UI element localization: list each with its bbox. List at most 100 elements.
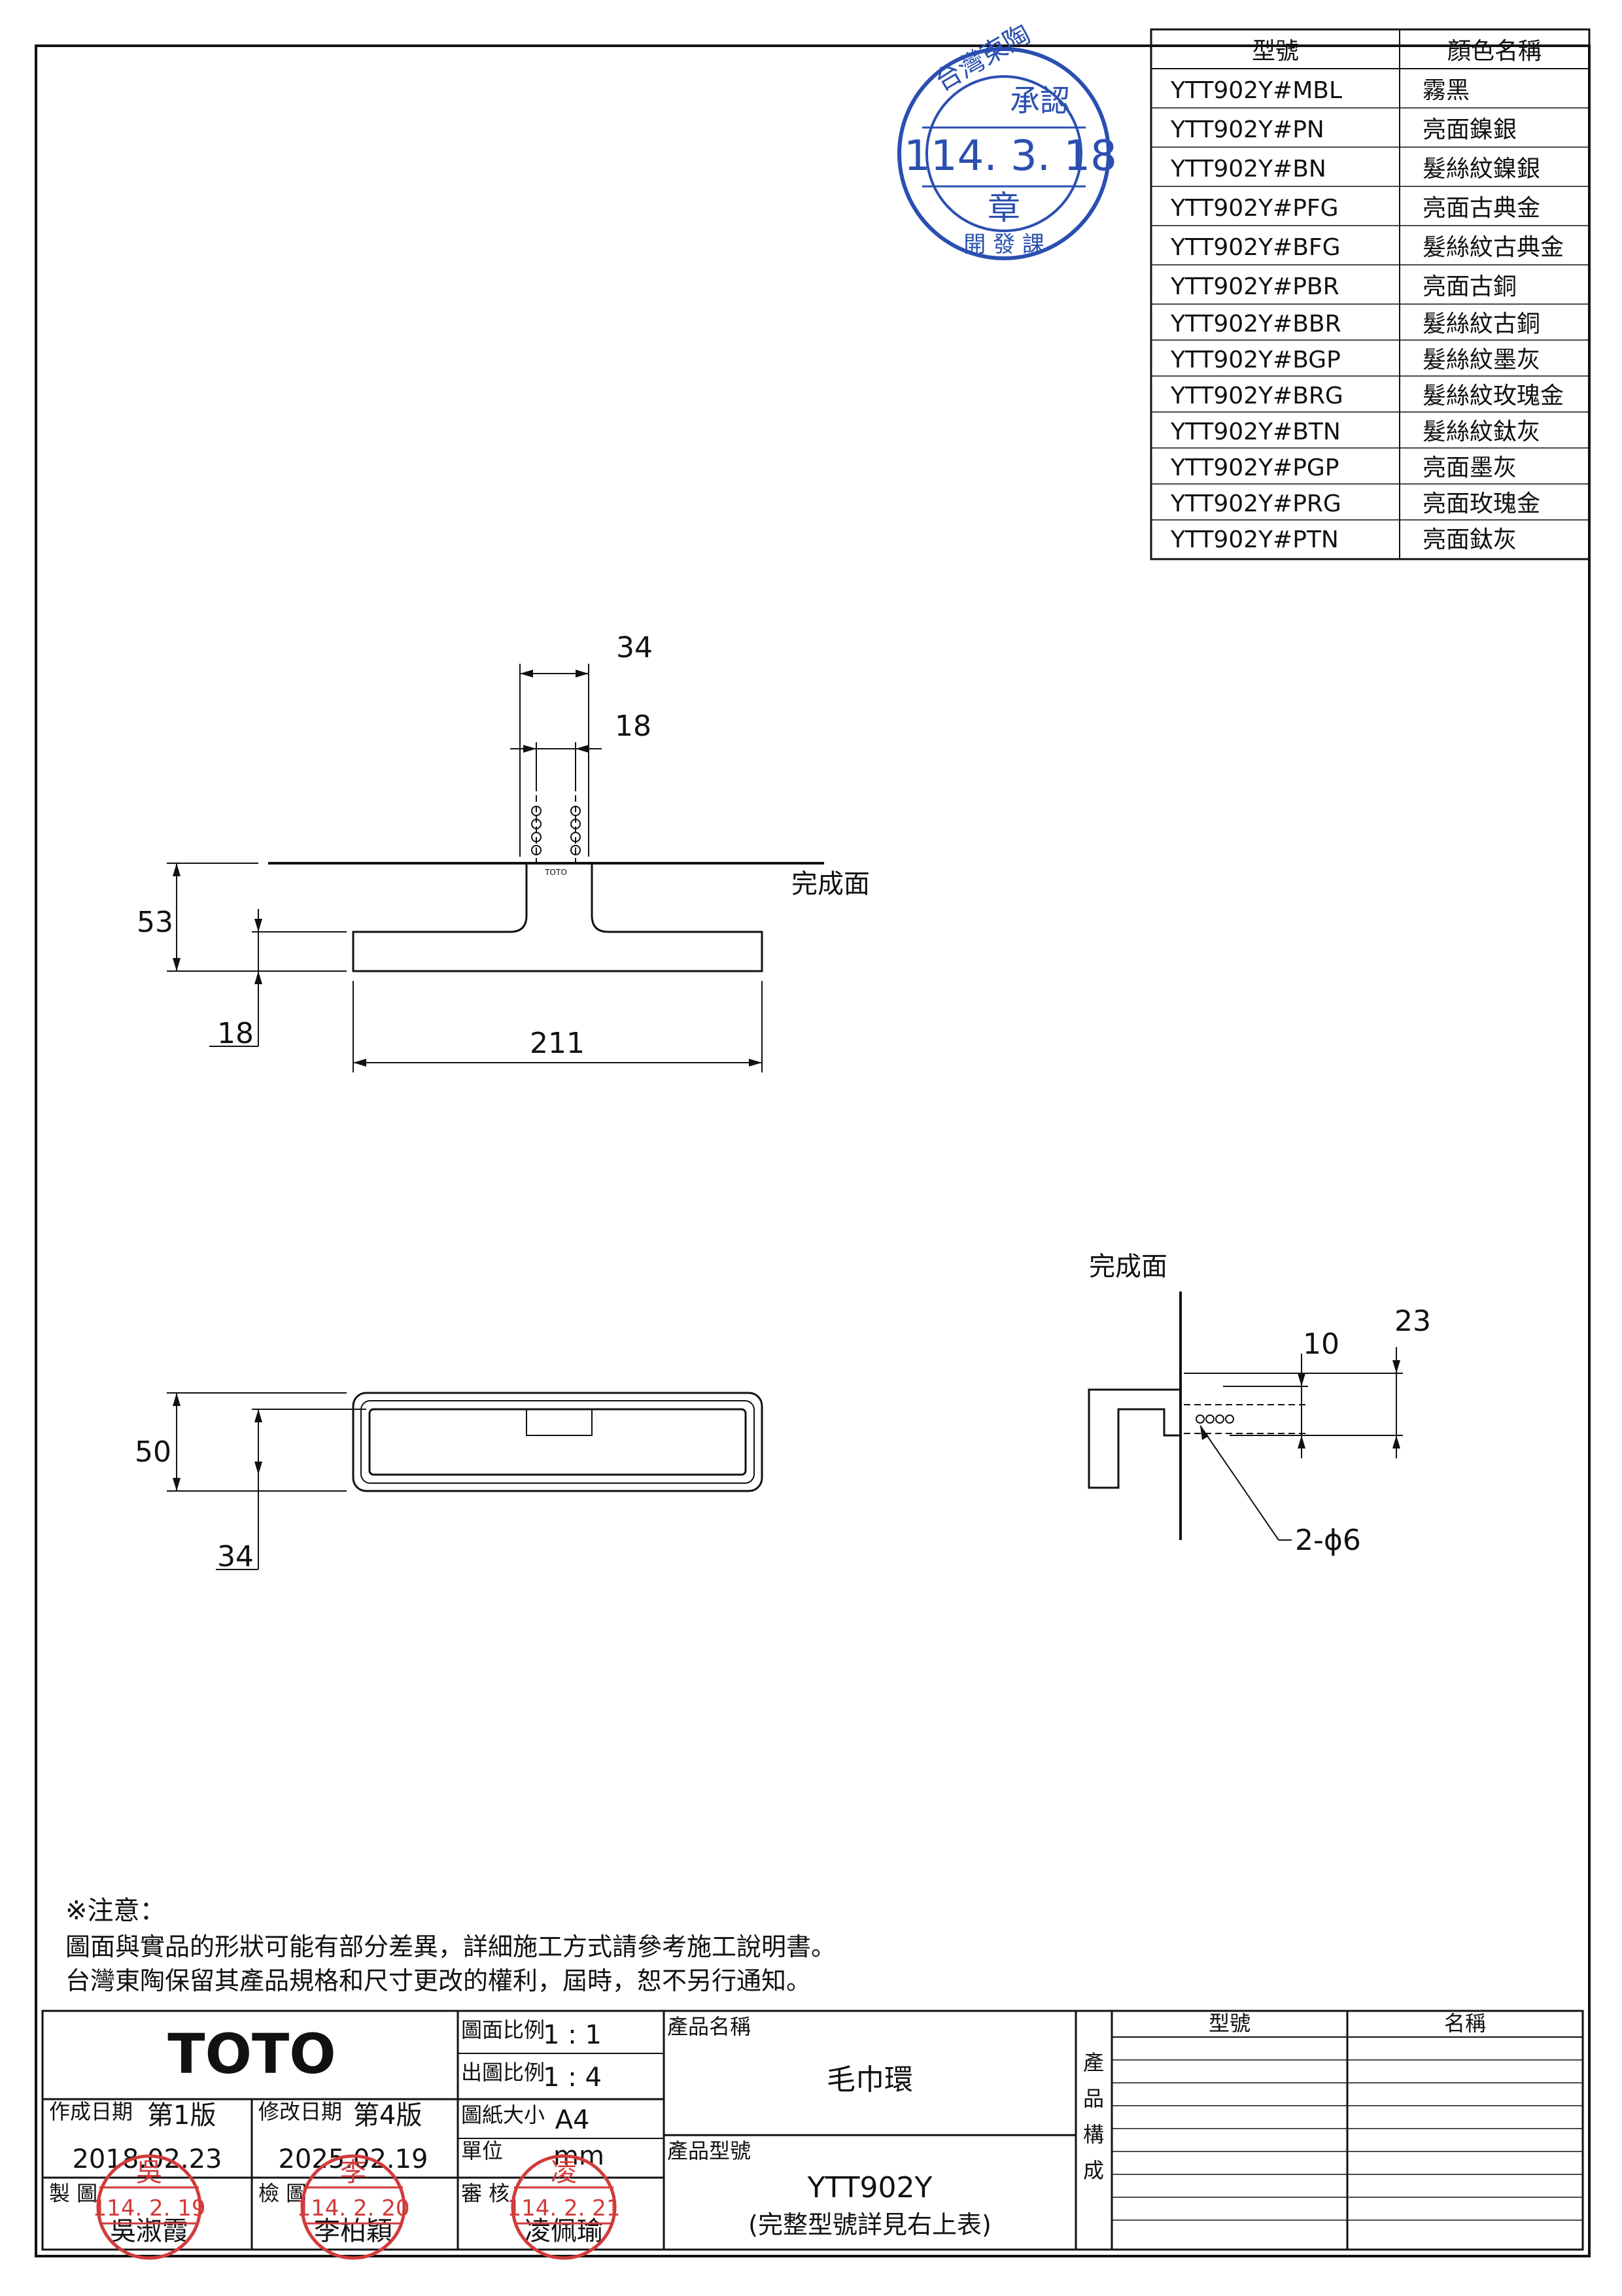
color-table-model-cell: YTT902Y#BTN (1170, 419, 1341, 445)
checked-by-label: 檢 圖 (258, 2181, 307, 2206)
dim-10: 10 (1303, 1328, 1339, 1361)
color-table-color-cell: 亮面鎳銀 (1423, 116, 1517, 143)
color-table-model-cell: YTT902Y#PN (1170, 116, 1324, 143)
composition-name-header: 名稱 (1444, 2011, 1486, 2036)
color-table-model-cell: YTT902Y#PTN (1170, 526, 1339, 553)
stamp-date: 114. 2. 21 (507, 2195, 620, 2221)
stamp-ring (300, 2154, 406, 2260)
drawing-scale-label: 圖面比例 (461, 2017, 545, 2042)
dim-34-bottom: 34 (217, 1540, 254, 1573)
created-version: 第1版 (147, 2100, 216, 2131)
color-table-color-cell: 髮絲紋古典金 (1423, 234, 1564, 261)
approval-stamp-date: 114. 3. 18 (904, 132, 1117, 180)
checked-by-stamp: 李 114. 2. 20 (296, 2154, 410, 2260)
product-model-label: 產品型號 (667, 2138, 751, 2163)
color-table-color-cell: 霧黑 (1423, 77, 1470, 104)
title-block (41, 2010, 1584, 2251)
notes-line-1: 圖面與實品的形狀可能有部分差異，詳細施工方式請參考施工說明書。 (65, 1932, 836, 1961)
title-block-frame (41, 2010, 1584, 2251)
color-table-color-cell: 亮面墨灰 (1423, 454, 1517, 481)
dim-50: 50 (135, 1435, 171, 1469)
unit-label: 單位 (461, 2138, 503, 2163)
made-by-stamp: 吳 114. 2. 19 (92, 2154, 206, 2260)
dim-18-top: 18 (615, 710, 651, 743)
approval-stamp-approve: 承認 (1010, 83, 1070, 118)
stamp-name: 凌 (551, 2157, 577, 2187)
stamp-ring (96, 2154, 202, 2260)
product-model-value: YTT902Y (807, 2171, 933, 2204)
side-view (1088, 1292, 1403, 1541)
towel-ring-top-outer-inner-edge (360, 1400, 755, 1484)
stamp-date: 114. 2. 20 (296, 2195, 409, 2221)
towel-ring-top-inner (368, 1408, 747, 1476)
color-table-model-cell: YTT902Y#BRG (1170, 383, 1343, 409)
composition-label-char: 產 (1083, 2050, 1104, 2075)
top-view (167, 1392, 763, 1570)
towel-ring-top-mount (526, 1409, 593, 1436)
checked-by-name: 李柏穎 (314, 2216, 392, 2246)
sheet-border (35, 44, 1591, 2257)
color-table-model-cell: YTT902Y#PRG (1170, 490, 1341, 517)
composition-label-char: 構 (1083, 2122, 1104, 2147)
color-table-color-cell: 亮面古典金 (1423, 195, 1540, 222)
color-table-model-cell: YTT902Y#PFG (1170, 195, 1339, 222)
color-table-model-cell: YTT902Y#BFG (1170, 234, 1341, 261)
print-scale-label: 出圖比例 (461, 2060, 545, 2085)
product-name-value: 毛巾環 (827, 2063, 913, 2097)
modified-date: 2025.02.19 (278, 2144, 428, 2174)
created-date: 2018.02.23 (72, 2144, 222, 2174)
color-table-model-cell: YTT902Y#BBR (1170, 311, 1341, 337)
towel-ring-side-outline (1088, 1388, 1182, 1489)
towel-ring-top-outer (352, 1392, 763, 1492)
screw-icon (570, 806, 581, 855)
made-by-name: 吳淑霞 (110, 2216, 188, 2246)
approval-stamp-inner-ring (925, 75, 1082, 232)
approval-stamp-seal: 章 (988, 189, 1020, 227)
color-table-frame (1150, 28, 1591, 560)
notes-title: ※注意： (65, 1896, 166, 1926)
color-table-header-color: 顏色名稱 (1447, 38, 1542, 65)
print-scale-value: 1 : 4 (543, 2063, 602, 2093)
hole-callout: 2-ϕ6 (1295, 1524, 1361, 1557)
color-table-color-cell: 亮面古銅 (1423, 273, 1517, 300)
paper-size-value: A4 (555, 2105, 590, 2135)
toto-brand-logo: TOTO (167, 2022, 336, 2086)
modified-version: 第4版 (353, 2100, 422, 2131)
color-table-model-cell: YTT902Y#BN (1170, 156, 1326, 182)
color-table: 型號 顏色名稱 YTT902Y#MBL 霧黑 YTT902Y#PN 亮面鎳銀 Y… (1150, 28, 1591, 560)
reviewed-by-label: 審 核 (461, 2181, 509, 2206)
side-finish-surface-label: 完成面 (1089, 1252, 1167, 1282)
towel-ring-front-outline (352, 863, 763, 972)
composition-model-header: 型號 (1209, 2011, 1251, 2036)
stamp-name: 李 (340, 2157, 366, 2187)
reviewed-by-name: 凌佩瑜 (525, 2216, 603, 2246)
paper-size-label: 圖紙大小 (461, 2102, 545, 2127)
created-date-label: 作成日期 (49, 2099, 133, 2124)
modified-date-label: 修改日期 (258, 2099, 342, 2124)
dim-18-left: 18 (217, 1017, 254, 1050)
color-table-color-cell: 髮絲紋墨灰 (1423, 347, 1540, 373)
color-table-header-model: 型號 (1252, 38, 1299, 65)
color-table-model-cell: YTT902Y#BGP (1170, 347, 1341, 373)
dim-211: 211 (530, 1027, 585, 1060)
made-by-label: 製 圖 (49, 2181, 97, 2206)
composition-label-char: 品 (1083, 2086, 1104, 2111)
dim-53: 53 (137, 906, 173, 939)
product-model-note: (完整型號詳見右上表) (748, 2210, 992, 2239)
stamp-name: 吳 (136, 2157, 162, 2187)
screw-icon (531, 806, 542, 855)
color-table-color-cell: 亮面玫瑰金 (1423, 490, 1540, 517)
color-table-color-cell: 髮絲紋玫瑰金 (1423, 383, 1564, 409)
composition-label-char: 成 (1083, 2158, 1104, 2183)
color-table-color-cell: 亮面鈦灰 (1423, 526, 1517, 553)
stamp-date: 114. 2. 19 (92, 2195, 205, 2221)
product-name-label: 產品名稱 (667, 2014, 751, 2039)
color-table-model-cell: YTT902Y#MBL (1170, 77, 1342, 104)
finish-surface-label: 完成面 (791, 869, 870, 899)
front-view (167, 664, 824, 1072)
dim-34-top: 34 (616, 631, 653, 664)
notes-line-2: 台灣東陶保留其產品規格和尺寸更改的權利，屆時，恕不另行通知。 (65, 1966, 811, 1995)
color-table-model-cell: YTT902Y#PBR (1170, 273, 1339, 300)
screw-icon (1196, 1414, 1234, 1424)
